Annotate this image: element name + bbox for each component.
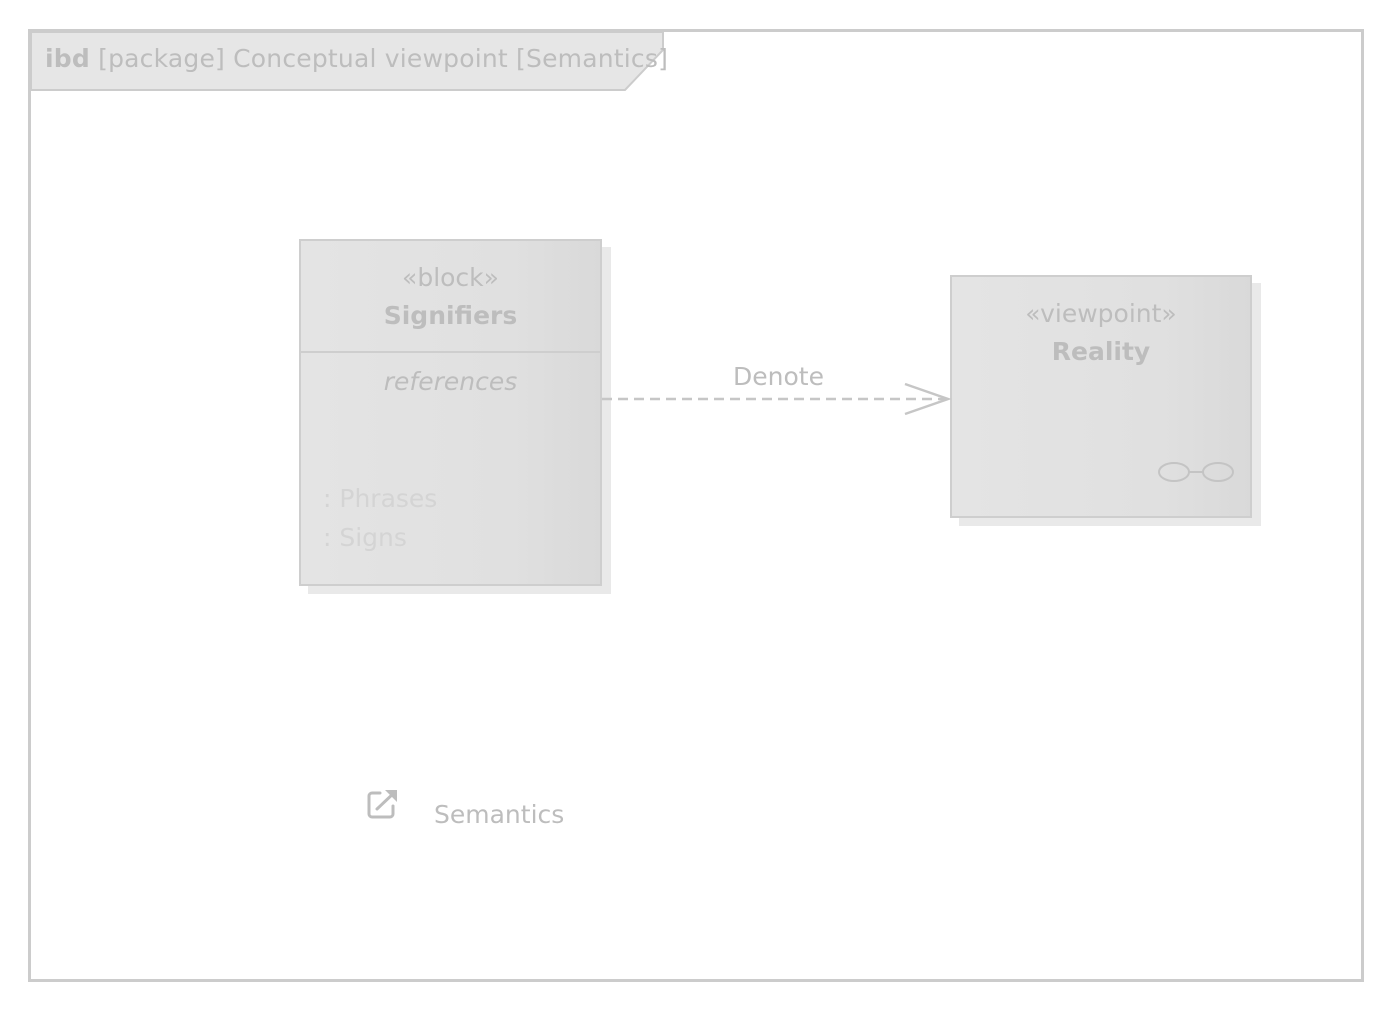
compartment-divider (301, 351, 600, 353)
frame-title: ibd [package] Conceptual viewpoint [Sema… (45, 44, 668, 73)
part-signs[interactable]: : Signs (323, 523, 407, 552)
block-reality[interactable]: «viewpoint» Reality (950, 275, 1252, 518)
block-name: Reality (1051, 337, 1151, 366)
block-signifiers[interactable]: «block» Signifiers references : Phrases … (299, 239, 602, 586)
frame-keyword: ibd (45, 44, 90, 73)
frame-title-text: [package] Conceptual viewpoint [Semantic… (98, 44, 669, 73)
diagram-link-label[interactable]: Semantics (434, 800, 565, 829)
edge-label-denote: Denote (733, 362, 824, 391)
frame-header-tab: ibd [package] Conceptual viewpoint [Sema… (31, 32, 668, 94)
block-name: Signifiers (383, 301, 518, 330)
open-arrowhead (904, 382, 952, 416)
block-stereotype: «viewpoint» (1025, 299, 1177, 328)
part-phrases[interactable]: : Phrases (323, 484, 438, 513)
viewpoint-glasses-icon (1158, 462, 1234, 482)
external-link-icon[interactable] (366, 788, 400, 822)
compartment-title: references (383, 367, 518, 396)
block-stereotype: «block» (402, 263, 499, 292)
frame-tab-shape (31, 32, 664, 91)
